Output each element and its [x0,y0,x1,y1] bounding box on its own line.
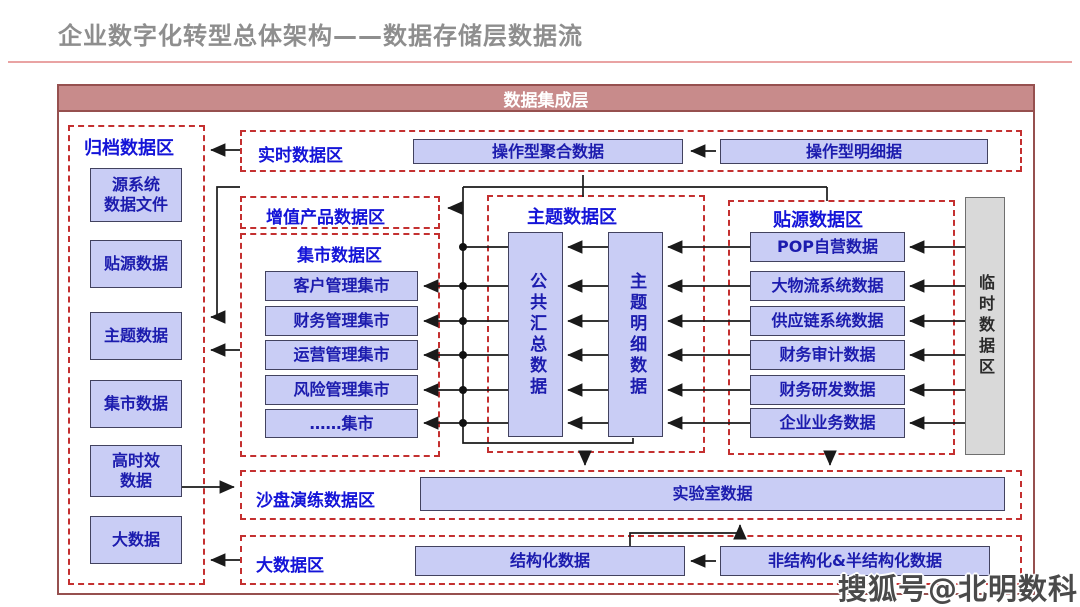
archive-box-source-data: 贴源数据 [90,240,182,288]
archive-box-high-timeliness: 高时效 数据 [90,445,182,497]
bigdata-label: 大数据区 [256,556,324,576]
sandbox-box-lab-data: 实验室数据 [420,477,1005,511]
region-mart [240,233,440,457]
bigdata-box-structured: 结构化数据 [415,546,685,576]
realtime-box-aggregate: 操作型聚合数据 [413,139,683,164]
region-archive [68,125,205,585]
mart-label: 集市数据区 [297,246,382,266]
source-box-pop: POP自营数据 [750,232,905,262]
theme-label: 主题数据区 [527,207,617,228]
archive-box-mart-data: 集市数据 [90,380,182,428]
source-label: 贴源数据区 [773,210,863,231]
theme-box-theme-detail: 主题明细数据 [608,232,663,437]
archive-box-big-data: 大数据 [90,516,182,564]
realtime-box-detail: 操作型明细据 [720,139,988,164]
temp-data-box: 临时数据区 [965,197,1005,455]
watermark: 搜狐号@北明数科 [837,572,1078,606]
bigdata-box-unstructured: 非结构化&半结构化数据 [720,546,990,576]
archive-label: 归档数据区 [84,138,174,159]
integration-layer-header: 数据集成层 [57,84,1035,112]
mart-box-others: ……集市 [265,409,418,438]
archive-box-source-files: 源系统 数据文件 [90,168,182,222]
source-box-supply-chain: 供应链系统数据 [750,306,905,336]
source-box-finance-rd: 财务研发数据 [750,375,905,405]
title-underline [8,61,1072,63]
sandbox-label: 沙盘演练数据区 [256,491,375,511]
region-source [728,200,955,455]
mart-box-risk: 风险管理集市 [265,375,418,405]
mart-box-operation: 运营管理集市 [265,340,418,370]
realtime-label: 实时数据区 [258,146,343,166]
mart-box-customer: 客户管理集市 [265,271,418,301]
mart-box-finance: 财务管理集市 [265,306,418,336]
page-title: 企业数字化转型总体架构——数据存储层数据流 [58,22,583,50]
source-box-enterprise-business: 企业业务数据 [750,408,905,438]
source-box-finance-audit: 财务审计数据 [750,340,905,370]
region-value-added [240,196,440,229]
region-realtime [240,130,1022,172]
region-sandbox [240,470,1022,520]
archive-box-theme-data: 主题数据 [90,312,182,360]
source-box-logistics: 大物流系统数据 [750,271,905,301]
value-added-label: 增值产品数据区 [266,208,385,228]
theme-box-public-summary: 公共汇总数据 [508,232,563,437]
